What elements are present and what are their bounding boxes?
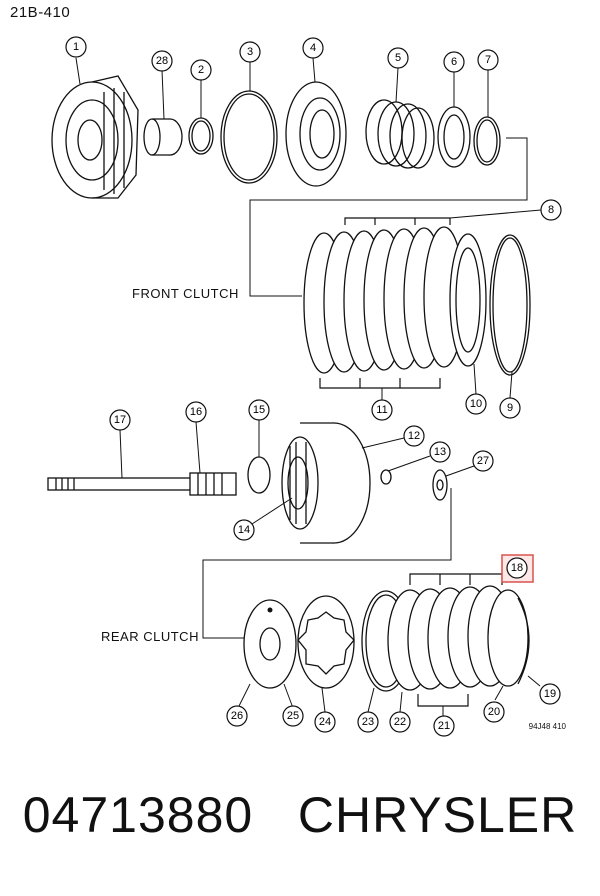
svg-text:26: 26 [231, 710, 243, 722]
callout-14: 14 [233, 519, 255, 541]
callout-4: 4 [302, 37, 324, 59]
svg-text:19: 19 [544, 688, 556, 700]
callout-21: 21 [433, 715, 455, 737]
svg-text:23: 23 [362, 716, 374, 728]
exploded-clutch-diagram: 1 28 2 3 4 5 6 7 8 9 10 11 12 13 14 15 1… [47, 36, 562, 737]
svg-text:24: 24 [319, 716, 331, 728]
part-number-caption: 04713880 CHRYSLER [22, 787, 578, 843]
callout-leaders [75, 57, 489, 713]
svg-text:11: 11 [376, 404, 387, 416]
callout-17: 17 [109, 409, 131, 431]
wave-spring-drawing [297, 595, 355, 689]
callout-10: 10 [465, 393, 487, 415]
front-clutch-label: FRONT CLUTCH [132, 286, 239, 301]
spring-retainer-drawing [437, 106, 471, 168]
callout-23: 23 [357, 711, 379, 733]
svg-text:25: 25 [287, 710, 299, 722]
bushing-drawing [143, 118, 183, 156]
svg-text:22: 22 [394, 716, 406, 728]
svg-text:5: 5 [395, 52, 401, 64]
callout-16: 16 [185, 401, 207, 423]
thrust-washer-drawing [432, 469, 448, 501]
svg-text:27: 27 [477, 455, 489, 467]
rear-clutch-label: REAR CLUTCH [101, 629, 199, 644]
svg-text:20: 20 [488, 706, 500, 718]
svg-text:14: 14 [238, 524, 250, 536]
callout-9: 9 [499, 397, 521, 419]
thrust-ring-drawing [380, 469, 392, 485]
figure-reference: 94J48 410 [528, 722, 566, 731]
rear-clutch-plates-drawing [361, 585, 530, 692]
svg-text:1: 1 [73, 41, 79, 53]
svg-text:13: 13 [434, 446, 446, 458]
svg-text:8: 8 [548, 204, 554, 216]
callout-26: 26 [226, 705, 248, 727]
small-seal-ring-drawing [188, 117, 214, 155]
snap-ring-drawing [473, 116, 501, 166]
callout-28: 28 [151, 50, 173, 72]
large-seal-ring-drawing [220, 90, 278, 184]
rear-piston-drawing [243, 599, 297, 689]
clutch-retainer-drawing [51, 75, 139, 199]
callout-11: 11 [371, 399, 393, 421]
spring-set-drawing [365, 99, 435, 169]
svg-text:9: 9 [507, 402, 513, 414]
callout-19: 19 [539, 683, 561, 705]
svg-text:10: 10 [470, 398, 482, 410]
front-clutch-stack-drawing [303, 226, 531, 376]
callout-20: 20 [483, 701, 505, 723]
diagram-code: 21B-410 [10, 4, 71, 21]
svg-text:17: 17 [114, 414, 126, 426]
callout-25: 25 [282, 705, 304, 727]
input-shaft-drawing [47, 472, 237, 496]
callout-2: 2 [190, 59, 212, 81]
callout-5: 5 [387, 47, 409, 69]
callout-3: 3 [239, 41, 261, 63]
callout-7: 7 [477, 49, 499, 71]
callout-13: 13 [429, 441, 451, 463]
callout-12: 12 [403, 425, 425, 447]
callout-8: 8 [540, 199, 562, 221]
svg-text:28: 28 [156, 55, 168, 67]
callout-15: 15 [248, 399, 270, 421]
shaft-seal-drawing [247, 456, 271, 494]
svg-text:16: 16 [190, 406, 202, 418]
svg-text:7: 7 [485, 54, 491, 66]
piston-drawing [285, 81, 347, 187]
svg-text:12: 12 [408, 430, 420, 442]
callout-18: 18 [506, 557, 528, 579]
callout-22: 22 [389, 711, 411, 733]
callout-6: 6 [443, 51, 465, 73]
svg-text:3: 3 [247, 46, 253, 58]
svg-text:6: 6 [451, 56, 457, 68]
callout-24: 24 [314, 711, 336, 733]
callout-1: 1 [65, 36, 87, 58]
svg-text:21: 21 [438, 720, 450, 732]
svg-text:18: 18 [511, 562, 523, 574]
rear-clutch-retainer-drawing [281, 422, 371, 544]
svg-text:4: 4 [310, 42, 316, 54]
callout-27: 27 [472, 450, 494, 472]
svg-text:2: 2 [198, 64, 204, 76]
svg-text:15: 15 [253, 404, 265, 416]
